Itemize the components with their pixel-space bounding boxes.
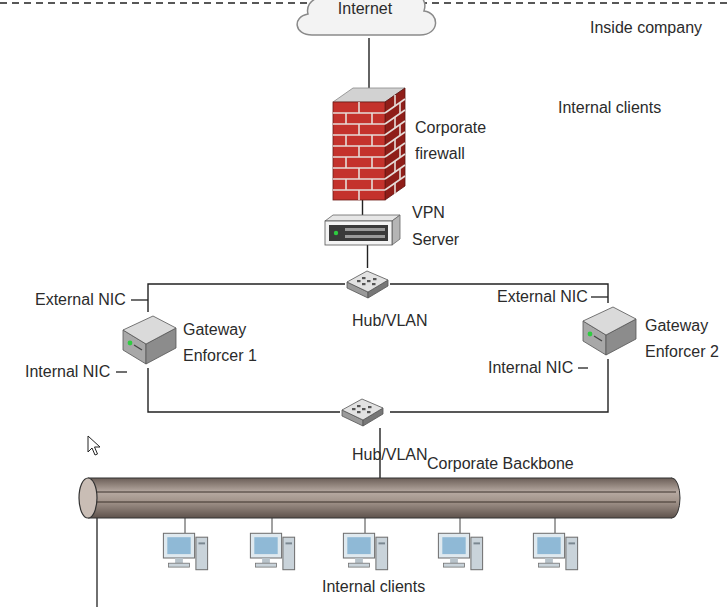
annotation-label: Internal clients [322, 578, 425, 596]
client-wires [185, 518, 555, 533]
brick-mortar [333, 95, 405, 200]
node-outline [340, 396, 390, 428]
node-label: Internet [290, 0, 440, 18]
enforcer-slot [594, 336, 602, 341]
node-label: Gateway Enforcer 1 [183, 317, 261, 369]
client-computer [343, 533, 387, 569]
node-label: Corporate Backbone [427, 455, 597, 473]
pipe-body [88, 478, 672, 518]
annotation-label: Internal NIC [488, 359, 573, 377]
backbone-pipe: Corporate Backbone [78, 478, 682, 518]
enforcer-slot [134, 345, 142, 350]
node-outline [578, 303, 638, 359]
network-link [390, 359, 608, 412]
client-computer [438, 533, 482, 569]
drive-slot [345, 235, 385, 238]
network-link [368, 38, 369, 88]
annotation-label: Internal clients [558, 99, 661, 117]
annotation-label: Internal NIC [25, 363, 110, 381]
client-computer [533, 533, 577, 569]
gateway-enforcer: Gateway Enforcer 2 [578, 303, 638, 359]
node-label: Corporate firewall [415, 115, 490, 167]
pipe-end [79, 478, 97, 518]
hub-port [357, 280, 361, 282]
hub-port [352, 408, 356, 410]
server-top [325, 215, 400, 221]
status-led [334, 231, 338, 235]
node-label: Gateway Enforcer 2 [645, 313, 723, 365]
hub-top [347, 271, 388, 292]
hub-switch: Hub/VLAN [345, 268, 390, 300]
server-front [325, 221, 392, 245]
client-wire [185, 518, 186, 533]
hub-port [362, 277, 366, 279]
hub-port [362, 283, 366, 285]
hub-port [367, 411, 371, 413]
pipe-edge [88, 517, 672, 518]
node-outline [118, 312, 178, 368]
network-link [367, 245, 368, 268]
network-link [148, 284, 345, 312]
node-outline [78, 478, 682, 518]
firewall-side [385, 88, 405, 200]
firewall-front [333, 102, 385, 200]
pipe-stripe [92, 492, 676, 493]
status-led [588, 332, 593, 337]
client-wire [555, 518, 556, 533]
client-wire [365, 518, 366, 533]
leader-line [116, 371, 127, 372]
mouse-cursor [88, 436, 100, 455]
node-label: Hub/VLAN [352, 312, 442, 330]
hub-port [372, 283, 376, 285]
node-outline [345, 268, 390, 300]
status-led [128, 341, 133, 346]
hub-port [357, 411, 361, 413]
backbone-drop-wire [96, 518, 97, 607]
pipe-stripe [92, 502, 676, 503]
leader-line [131, 299, 148, 300]
firewall-node: Corporate firewall [333, 88, 405, 200]
network-link [148, 368, 340, 412]
client-wire [272, 518, 273, 533]
client-computer [163, 533, 207, 569]
hub-port [367, 280, 371, 282]
server-side [392, 215, 400, 245]
leader-line [591, 296, 608, 297]
node-outline [325, 215, 400, 245]
hub-switch: Hub/VLAN [340, 396, 390, 428]
pipe-edge [88, 477, 672, 478]
hub-top [342, 399, 383, 420]
hub-port [373, 278, 377, 280]
node-label: VPN Server [412, 199, 467, 253]
gateway-enforcer: Gateway Enforcer 1 [118, 312, 178, 368]
drive-slot [345, 228, 385, 231]
hub-port [357, 405, 361, 407]
enforcer-top [123, 316, 176, 344]
hub-port [362, 408, 366, 410]
annotation-label: External NIC [35, 291, 126, 309]
client-computer [250, 533, 294, 569]
annotation-label: External NIC [497, 288, 588, 306]
client-wire [460, 518, 461, 533]
leader-line [578, 367, 588, 368]
vpn-server: VPN Server [325, 215, 400, 245]
server-panel [329, 225, 388, 241]
annotation-label: Inside company [590, 19, 702, 37]
enforcer-top [583, 307, 636, 335]
hub-port [368, 406, 372, 408]
network-link [362, 200, 363, 215]
internet-cloud: Internet [290, 0, 440, 38]
node-outline [333, 88, 405, 200]
